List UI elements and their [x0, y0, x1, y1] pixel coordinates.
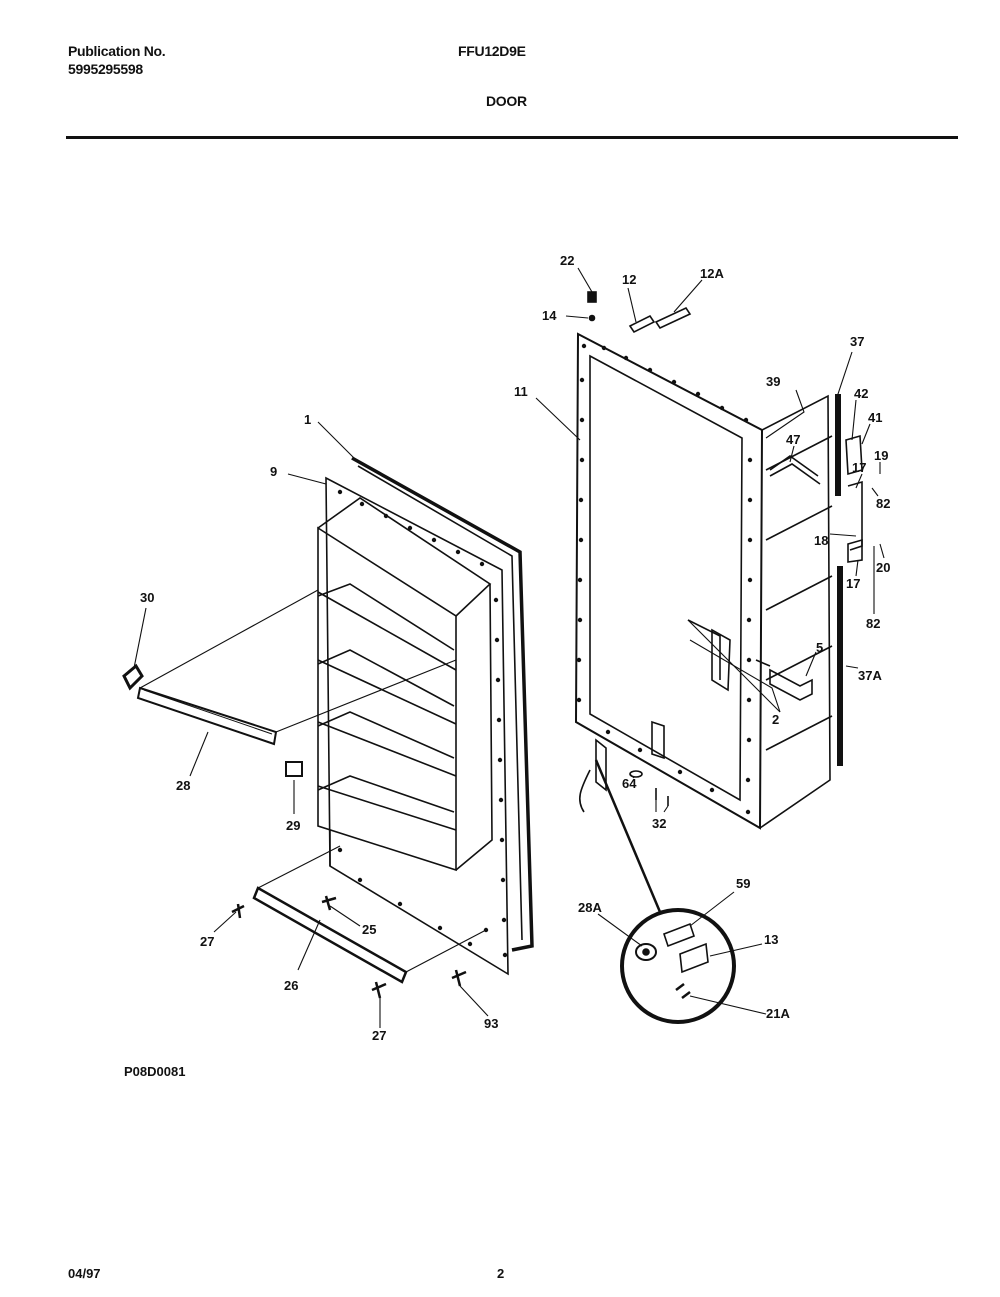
callout-14: 14	[542, 308, 557, 323]
callout-5: 5	[816, 640, 823, 655]
callout-11: 11	[514, 384, 528, 399]
section-title: DOOR	[486, 93, 527, 109]
callout-13: 13	[764, 932, 778, 947]
drawing-code: P08D0081	[124, 1064, 186, 1079]
model-number: FFU12D9E	[458, 43, 526, 59]
callout-12a: 12A	[700, 266, 724, 281]
callout-93: 93	[484, 1016, 498, 1031]
callout-39: 39	[766, 374, 780, 389]
callout-22: 22	[560, 253, 574, 268]
callout-37a: 37A	[858, 668, 882, 683]
callout-17-bottom: 17	[846, 576, 860, 591]
publication-number: 5995295598	[68, 61, 143, 77]
callout-47: 47	[786, 432, 800, 447]
callout-19: 19	[874, 448, 888, 463]
callout-26: 26	[284, 978, 298, 993]
callout-27-left: 27	[200, 934, 214, 949]
callout-32: 32	[652, 816, 666, 831]
door-liner	[317, 456, 534, 976]
callout-2: 2	[772, 712, 779, 727]
callout-64: 64	[622, 776, 637, 791]
callout-27-bottom: 27	[372, 1028, 386, 1043]
detail-circle	[620, 908, 736, 1024]
callout-82-bottom: 82	[866, 616, 880, 631]
callout-9: 9	[270, 464, 277, 479]
callout-37: 37	[850, 334, 864, 349]
callout-20: 20	[876, 560, 890, 575]
callout-1: 1	[304, 412, 311, 427]
hinge-bracket-top	[845, 434, 863, 476]
callout-25: 25	[362, 922, 376, 937]
callout-28: 28	[176, 778, 190, 793]
outer-door-panel	[574, 332, 833, 830]
publication-label: Publication No.	[68, 43, 166, 59]
callout-18: 18	[814, 533, 828, 548]
page-number: 2	[497, 1266, 505, 1281]
top-screw	[587, 291, 597, 303]
callout-42: 42	[854, 386, 868, 401]
hinge-bracket-middle	[847, 480, 863, 551]
callout-59: 59	[736, 876, 750, 891]
callout-41: 41	[868, 410, 882, 425]
closer-part	[769, 668, 813, 701]
callout-12: 12	[622, 272, 636, 287]
callout-28a: 28A	[578, 900, 602, 915]
callout-82-top: 82	[876, 496, 890, 511]
footer-date: 04/97	[68, 1266, 101, 1281]
callout-17-top: 17	[852, 460, 866, 475]
callout-30: 30	[140, 590, 154, 605]
callout-21a: 21A	[766, 1006, 790, 1021]
callout-29: 29	[286, 818, 300, 833]
header-divider	[66, 136, 958, 139]
